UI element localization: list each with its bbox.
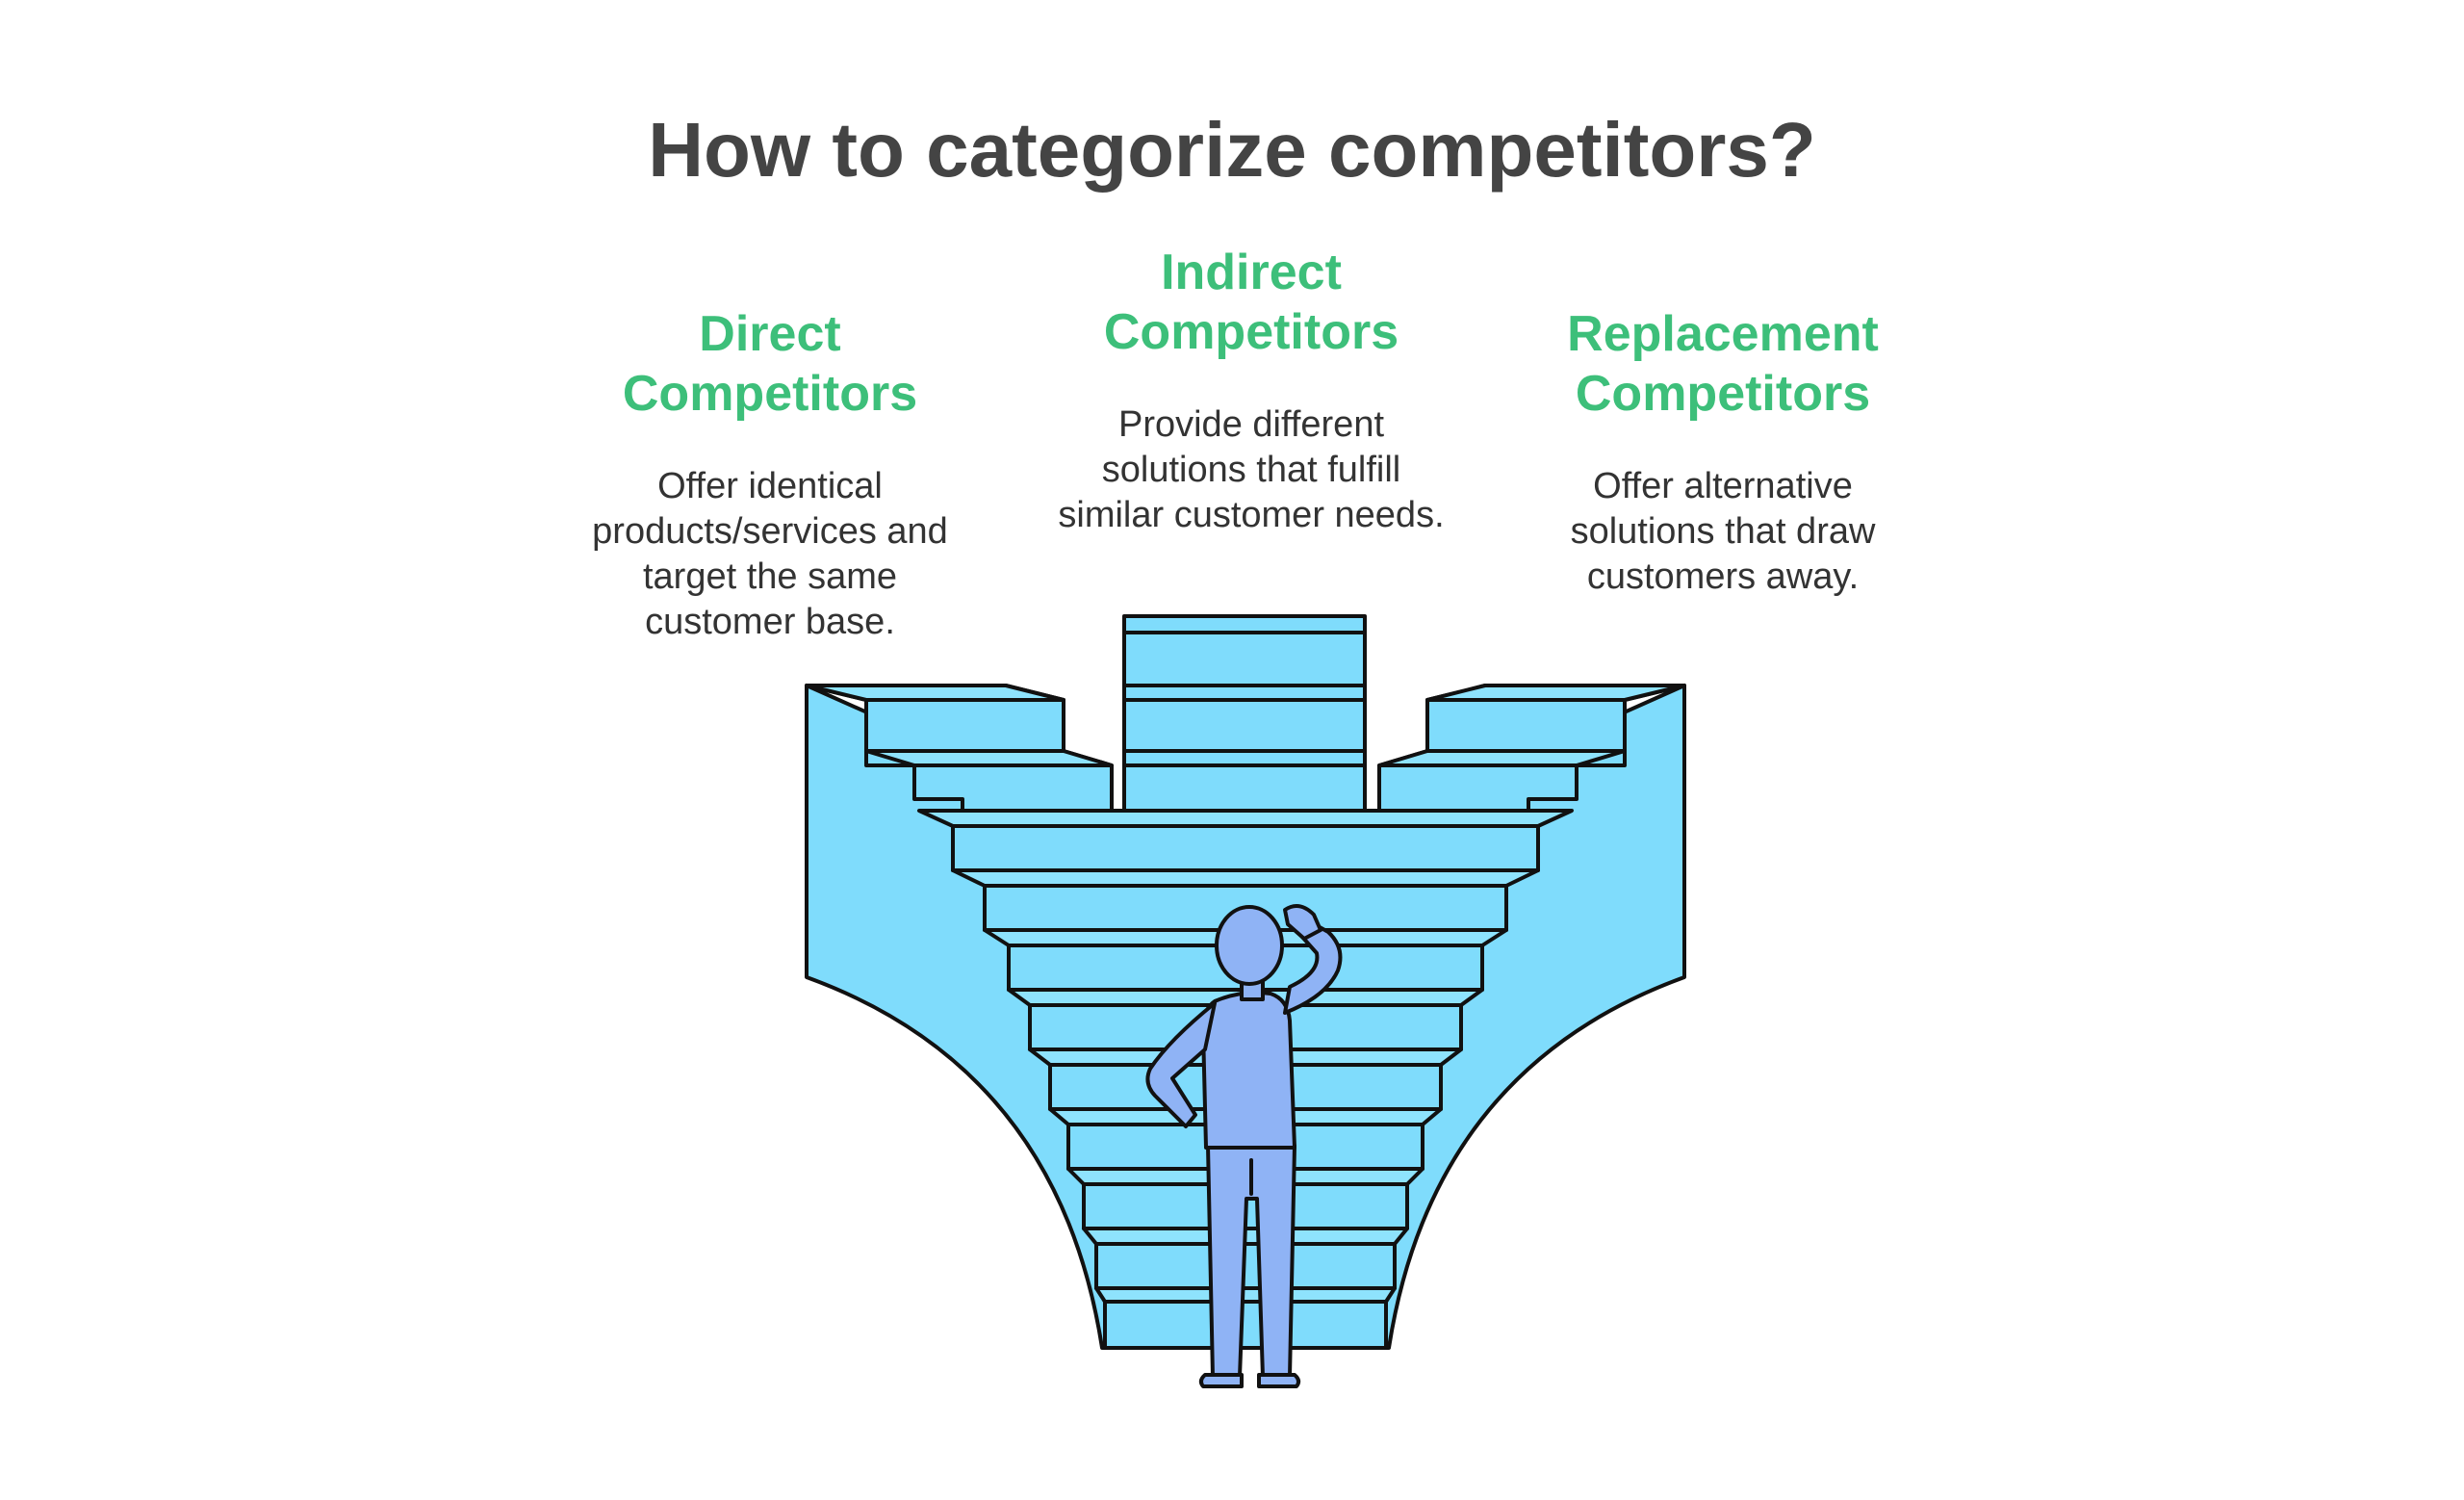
center-tower — [1122, 614, 1367, 813]
right-shoe — [1257, 1373, 1301, 1388]
person-torso — [1201, 991, 1296, 1150]
category-description: Offer identical products/services and ta… — [592, 466, 948, 642]
person-head — [1215, 905, 1284, 986]
page-title: How to categorize competitors? — [648, 107, 1816, 193]
category-heading: Replacement Competitors — [1567, 306, 1879, 422]
right-hand — [1283, 904, 1322, 941]
category-description: Provide different solutions that fulfill… — [1058, 404, 1445, 535]
category-indirect: Indirect Competitors Provide different s… — [1020, 243, 1482, 538]
thinking-person-icon — [1145, 904, 1343, 1388]
category-heading: Indirect Competitors — [1103, 245, 1399, 360]
left-shoe — [1198, 1373, 1244, 1388]
category-direct: Direct Competitors Offer identical produ… — [558, 304, 982, 645]
category-description: Offer alternative solutions that draw cu… — [1570, 466, 1876, 597]
category-replacement: Replacement Competitors Offer alternativ… — [1540, 304, 1906, 600]
category-heading: Direct Competitors — [622, 306, 918, 422]
left-arm — [1145, 1001, 1217, 1128]
right-arm — [1283, 920, 1343, 1015]
